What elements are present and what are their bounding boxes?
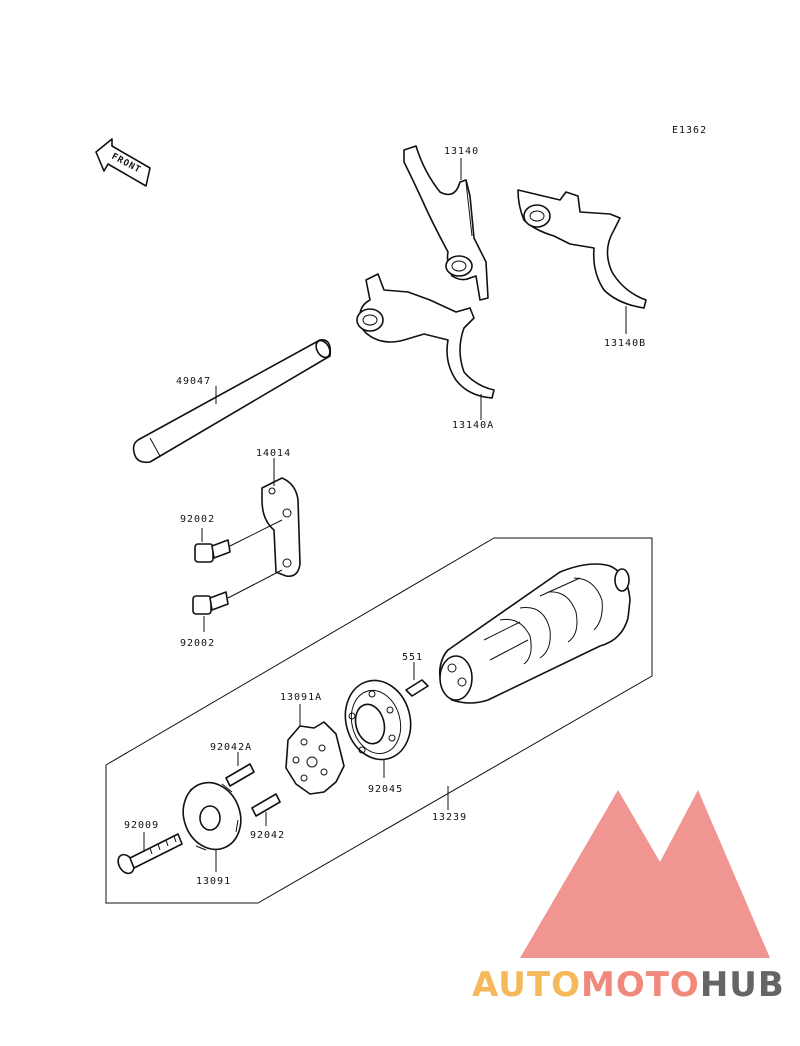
drum-assembly-frame xyxy=(105,537,653,904)
label-13140b: 13140B xyxy=(604,338,646,349)
label-14014: 14014 xyxy=(256,448,291,459)
label-92042: 92042 xyxy=(250,830,285,841)
label-92002-upper: 92002 xyxy=(180,514,215,525)
shift-fork-13140 xyxy=(403,145,489,301)
label-92009: 92009 xyxy=(124,820,159,831)
pin-holder-13091a xyxy=(285,721,345,795)
label-13091: 13091 xyxy=(196,876,231,887)
label-92002-lower: 92002 xyxy=(180,638,215,649)
bolt-92002-lower xyxy=(192,569,283,615)
label-551: 551 xyxy=(402,652,423,663)
label-13140a: 13140A xyxy=(452,420,494,431)
shift-rod-49047 xyxy=(132,339,332,464)
pin-551 xyxy=(405,679,429,697)
front-arrow-icon: FRONT xyxy=(95,138,151,187)
shift-drum-13239 xyxy=(438,563,631,704)
shift-fork-13140a xyxy=(356,273,495,399)
label-92045: 92045 xyxy=(368,784,403,795)
pin-92042a xyxy=(225,763,255,787)
label-49047: 49047 xyxy=(176,376,211,387)
logo-text-auto: AUTO xyxy=(472,965,581,1005)
stopper-plate-14014 xyxy=(261,477,301,578)
label-92042a: 92042A xyxy=(210,742,252,753)
shift-fork-13140b xyxy=(517,189,647,309)
label-13140: 13140 xyxy=(444,146,479,157)
automotohub-logo: AUTOMOTOHUB xyxy=(472,790,785,1005)
label-13091a: 13091A xyxy=(280,692,322,703)
diagram-ref-code: E1362 xyxy=(672,125,707,136)
label-13239: 13239 xyxy=(432,812,467,823)
logo-text-hub: HUB xyxy=(700,965,785,1005)
bearing-92045 xyxy=(344,679,412,761)
svg-text:AUTOMOTOHUB: AUTOMOTOHUB xyxy=(472,965,785,1005)
plate-13091 xyxy=(182,781,242,851)
bolt-92009 xyxy=(117,833,183,875)
logo-text-moto: MOTO xyxy=(581,965,700,1005)
pin-92042 xyxy=(251,793,281,817)
bolt-92002-upper xyxy=(194,519,283,563)
